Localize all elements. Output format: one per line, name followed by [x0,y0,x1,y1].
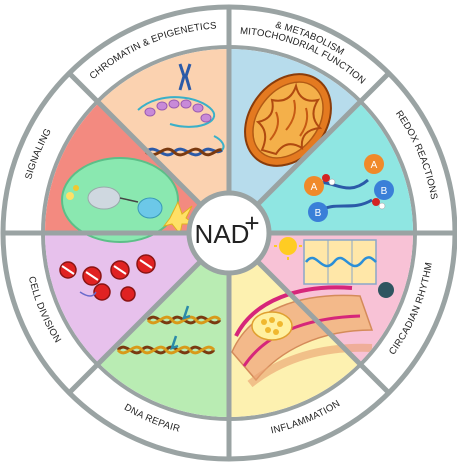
center-label: NAD [195,219,250,249]
center-label-main: NAD [195,219,250,249]
divider-line [67,71,203,207]
segment-redox [229,102,413,233]
center-label-superscript: + [244,208,259,238]
divider-line [255,259,391,395]
divider-line [67,259,203,395]
chromosomes-icon [59,254,156,302]
segment-illustrations: A A B B [59,63,394,388]
dna-helix-icon [116,305,222,355]
redox-molecules-icon: A A B B [304,154,394,222]
divider-line [255,71,391,207]
cell-signal-icon [61,157,196,243]
chromosome-icon [137,63,225,157]
svg-text:B: B [315,208,322,219]
segment-dna-repair [98,233,229,417]
segment-chromatin [98,49,229,233]
sun-moon-wave-icon [274,232,394,298]
svg-text:A: A [371,160,378,171]
center-circle [186,190,272,276]
inflamed-tissue-icon [231,285,374,388]
segment-dividers [3,7,455,459]
svg-text:B: B [381,186,388,197]
segment-cell-division [45,233,229,364]
svg-text:A: A [311,182,318,193]
mitochondrion-icon [244,73,332,167]
